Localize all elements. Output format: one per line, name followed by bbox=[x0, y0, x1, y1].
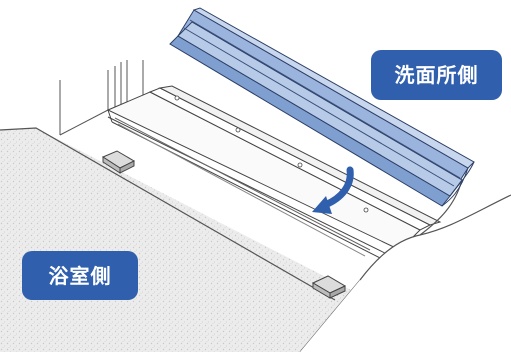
insert-arrow bbox=[312, 166, 354, 214]
screw-holes bbox=[174, 95, 369, 213]
rail-part bbox=[169, 7, 475, 207]
bathroom-side-label: 浴室側 bbox=[22, 251, 138, 300]
threshold-frame bbox=[106, 85, 442, 263]
washroom-side-label: 洗面所側 bbox=[371, 50, 502, 100]
drain-blocks bbox=[101, 150, 347, 299]
wall-edges bbox=[59, 60, 144, 136]
